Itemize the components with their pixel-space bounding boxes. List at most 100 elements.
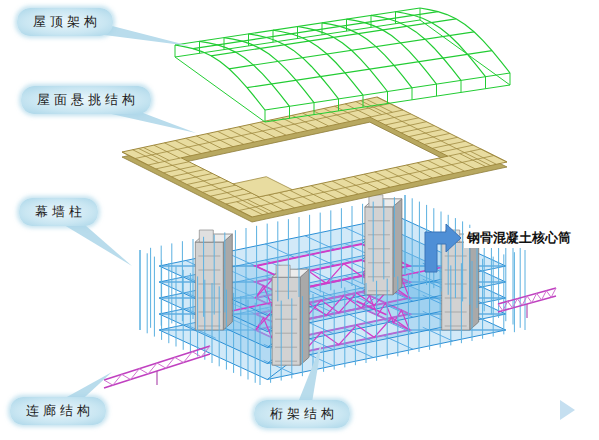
roof-purlin [247, 51, 492, 88]
curtain-column [168, 263, 169, 343]
curtain-column [383, 199, 384, 279]
core-floor-line [198, 270, 220, 271]
truss-web [304, 318, 410, 352]
core-front [365, 207, 393, 295]
core-floor-line [275, 305, 297, 306]
callout-text: 连廊结构 [26, 403, 94, 419]
curtain-column [150, 248, 151, 328]
curtain-column [440, 268, 441, 348]
curtain-column [482, 259, 483, 339]
curtain-column [246, 228, 247, 308]
curtain-column [309, 215, 310, 295]
curtain-column [277, 221, 278, 301]
curtain-column [291, 298, 292, 378]
curtain-column [302, 296, 303, 376]
play-symbol [560, 400, 575, 420]
curtain-column [366, 283, 367, 363]
curtain-column [362, 204, 363, 284]
curtain-column [334, 290, 335, 370]
roof-post [412, 88, 413, 100]
roof-post [363, 95, 364, 107]
curtain-column [320, 213, 321, 293]
callout-bubble: 幕墙柱 [19, 198, 98, 226]
curtain-column [455, 218, 456, 298]
core-floor-line [275, 291, 297, 292]
roof-post [273, 30, 274, 42]
curtain-column [270, 303, 271, 383]
curtain-column [197, 276, 198, 356]
curtain-column [323, 292, 324, 372]
roof-purlin [211, 19, 456, 56]
walkway-web [104, 346, 210, 385]
callout-text: 屋面悬挑结构 [37, 92, 139, 108]
roof-post [436, 84, 437, 96]
lower-structure [140, 195, 525, 385]
roof-post [175, 45, 176, 57]
roof-purlin [229, 32, 474, 69]
curtain-column [472, 261, 473, 341]
core-floor-line [368, 290, 390, 291]
callout-bubble: 屋面悬挑结构 [21, 86, 151, 114]
roof-post [322, 23, 323, 35]
concrete-core [365, 195, 402, 295]
curtain-column [341, 208, 342, 288]
walkway-support [156, 371, 157, 385]
roof-edge-beam [265, 85, 510, 122]
curtain-column [281, 301, 282, 381]
core-floor-line [368, 262, 390, 263]
curtain-column [233, 293, 234, 373]
curtain-column [461, 263, 462, 343]
core-floor-line [198, 256, 220, 257]
core-floor-line [198, 298, 220, 299]
right-walkway [498, 288, 556, 318]
callout-bubble: 桁架结构 [254, 400, 350, 428]
curtain-column [408, 274, 409, 354]
left-walkway [104, 346, 210, 388]
core-floor-line [445, 326, 467, 327]
truss-chord [357, 301, 387, 315]
cantilever-patch [233, 177, 292, 197]
curtain-column [344, 287, 345, 367]
curtain-column [248, 300, 249, 380]
curtain-column [161, 260, 162, 340]
curtain-column [429, 270, 430, 350]
roof-post [485, 77, 486, 89]
walkway-support [526, 304, 527, 318]
curtain-wall-columns [140, 195, 525, 385]
cantilever-beam [135, 104, 390, 159]
curtain-column [299, 217, 300, 297]
curtain-column [212, 283, 213, 363]
curtain-column [140, 250, 141, 330]
roof-post [461, 80, 462, 92]
curtain-column [255, 303, 256, 383]
core-front [272, 277, 300, 365]
curtain-column [376, 281, 377, 361]
curtain-column [513, 245, 514, 325]
curtain-column [493, 257, 494, 337]
curtain-column [240, 296, 241, 376]
roof-post [371, 15, 372, 27]
curtain-column [520, 248, 521, 328]
core-floor-line [368, 220, 390, 221]
curtain-column [214, 235, 215, 315]
roof-rib [420, 8, 510, 73]
curtain-column [412, 198, 413, 278]
curtain-column [503, 254, 504, 334]
pointer-arrow [425, 224, 461, 272]
roof-post [297, 27, 298, 39]
core-floor-line [368, 276, 390, 277]
curtain-column [450, 265, 451, 345]
roof-purlin [265, 73, 510, 110]
roof-edge-beam [420, 20, 510, 85]
curtain-column [235, 230, 236, 310]
roof-post [224, 38, 225, 50]
core-floor-line [275, 333, 297, 334]
curtain-column [176, 267, 177, 347]
roof-post [420, 8, 421, 20]
curtain-column [352, 206, 353, 286]
roof-post [289, 106, 290, 118]
roof-purlin [175, 8, 420, 45]
roof-post [510, 73, 511, 85]
curtain-column [256, 226, 257, 306]
